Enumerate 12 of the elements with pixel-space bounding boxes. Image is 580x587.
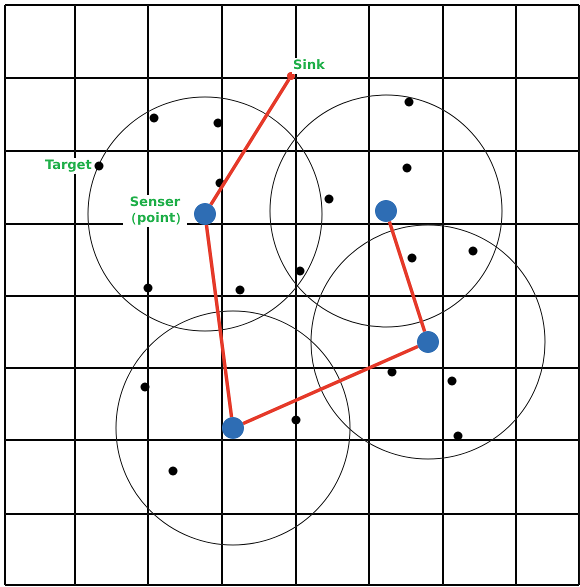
sensor-node-circle <box>375 200 397 222</box>
link-line <box>204 224 234 418</box>
link-line <box>388 220 426 332</box>
sink-dot <box>287 72 295 80</box>
link-line <box>209 78 290 206</box>
sensor-node-circle <box>194 203 216 225</box>
sensor-node-circle <box>417 331 439 353</box>
sensor-label: Senser （point） <box>123 195 187 227</box>
sensor-node-circle <box>222 417 244 439</box>
link-line <box>242 344 419 426</box>
target-label: Target <box>44 158 93 174</box>
sink-label: Sink <box>292 58 326 74</box>
